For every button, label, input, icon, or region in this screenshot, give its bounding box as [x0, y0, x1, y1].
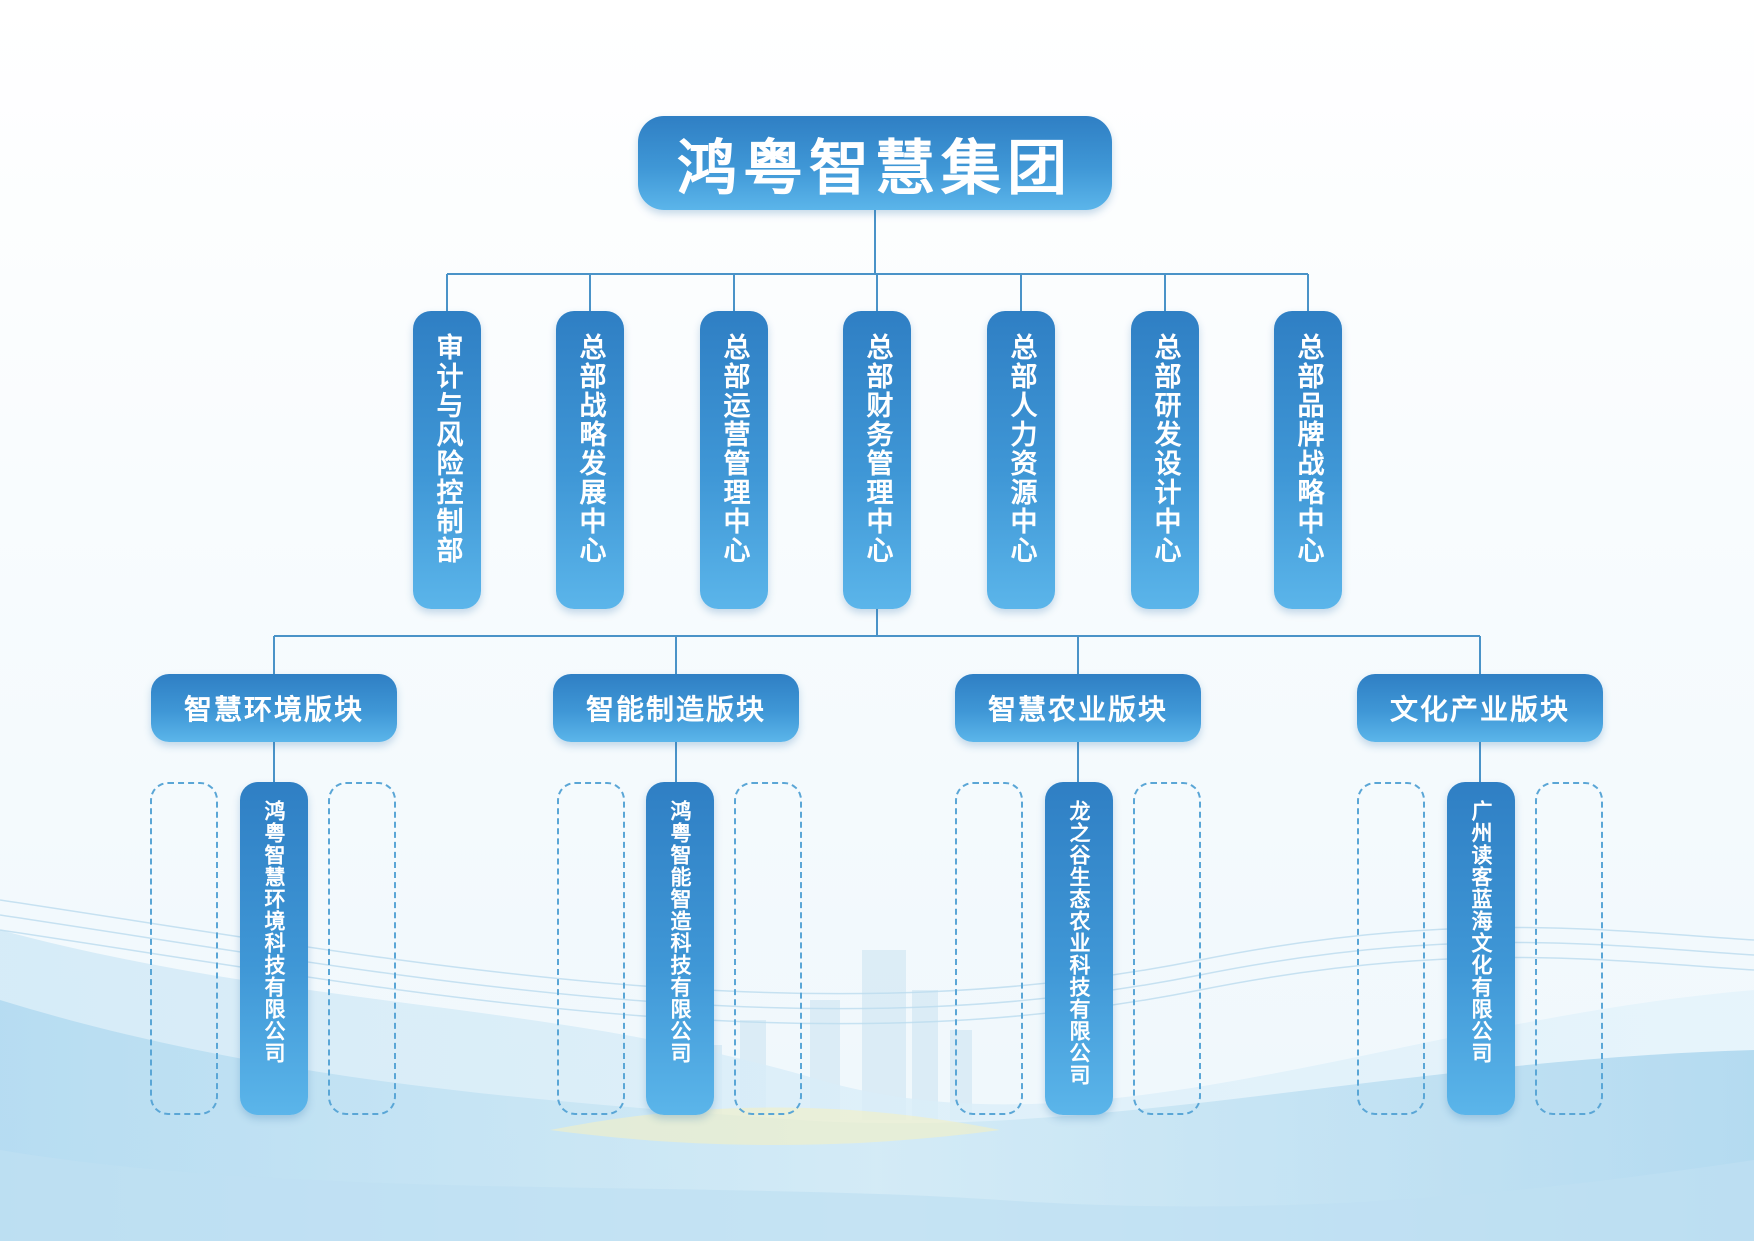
sector-label: 智慧环境版块: [183, 693, 364, 726]
placeholder-slot: [150, 782, 218, 1115]
wave-mid: [0, 1000, 1754, 1241]
department-strategy: 总部战略发展中心: [556, 311, 624, 609]
placeholder-slot: [328, 782, 396, 1115]
department-hr: 总部人力资源中心: [987, 311, 1055, 609]
company-label: 鸿粤智慧环境科技有限公司: [262, 800, 286, 1064]
wave-front: [0, 1150, 1754, 1241]
placeholder-slot: [955, 782, 1023, 1115]
department-label: 审计与风险控制部: [431, 333, 463, 565]
department-brand: 总部品牌战略中心: [1274, 311, 1342, 609]
department-label: 总部研发设计中心: [1149, 333, 1181, 565]
company-label: 龙之谷生态农业科技有限公司: [1067, 800, 1091, 1086]
department-finance: 总部财务管理中心: [843, 311, 911, 609]
department-rnd: 总部研发设计中心: [1131, 311, 1199, 609]
department-label: 总部战略发展中心: [574, 333, 606, 565]
root-node: 鸿粤智慧集团: [638, 116, 1112, 210]
company-manufacturing: 鸿粤智能智造科技有限公司: [646, 782, 714, 1115]
sector-label: 智慧农业版块: [987, 693, 1168, 726]
sector-label: 智能制造版块: [585, 693, 766, 726]
company-environment: 鸿粤智慧环境科技有限公司: [240, 782, 308, 1115]
sector-label: 文化产业版块: [1389, 693, 1570, 726]
department-label: 总部运营管理中心: [718, 333, 750, 565]
placeholder-slot: [734, 782, 802, 1115]
sector-smart-environment: 智慧环境版块: [151, 674, 397, 742]
company-agriculture: 龙之谷生态农业科技有限公司: [1045, 782, 1113, 1115]
department-label: 总部财务管理中心: [861, 333, 893, 565]
sector-smart-agriculture: 智慧农业版块: [955, 674, 1201, 742]
wave-yellow: [550, 1107, 1000, 1145]
department-label: 总部人力资源中心: [1005, 333, 1037, 565]
placeholder-slot: [1357, 782, 1425, 1115]
department-label: 总部品牌战略中心: [1292, 333, 1324, 565]
placeholder-slot: [557, 782, 625, 1115]
department-operations: 总部运营管理中心: [700, 311, 768, 609]
department-audit-risk: 审计与风险控制部: [413, 311, 481, 609]
sector-smart-manufacturing: 智能制造版块: [553, 674, 799, 742]
root-label: 鸿粤智慧集团: [677, 133, 1073, 204]
sector-culture: 文化产业版块: [1357, 674, 1603, 742]
company-label: 鸿粤智能智造科技有限公司: [668, 800, 692, 1064]
placeholder-slot: [1133, 782, 1201, 1115]
company-culture: 广州读客蓝海文化有限公司: [1447, 782, 1515, 1115]
placeholder-slot: [1535, 782, 1603, 1115]
company-label: 广州读客蓝海文化有限公司: [1469, 800, 1493, 1064]
